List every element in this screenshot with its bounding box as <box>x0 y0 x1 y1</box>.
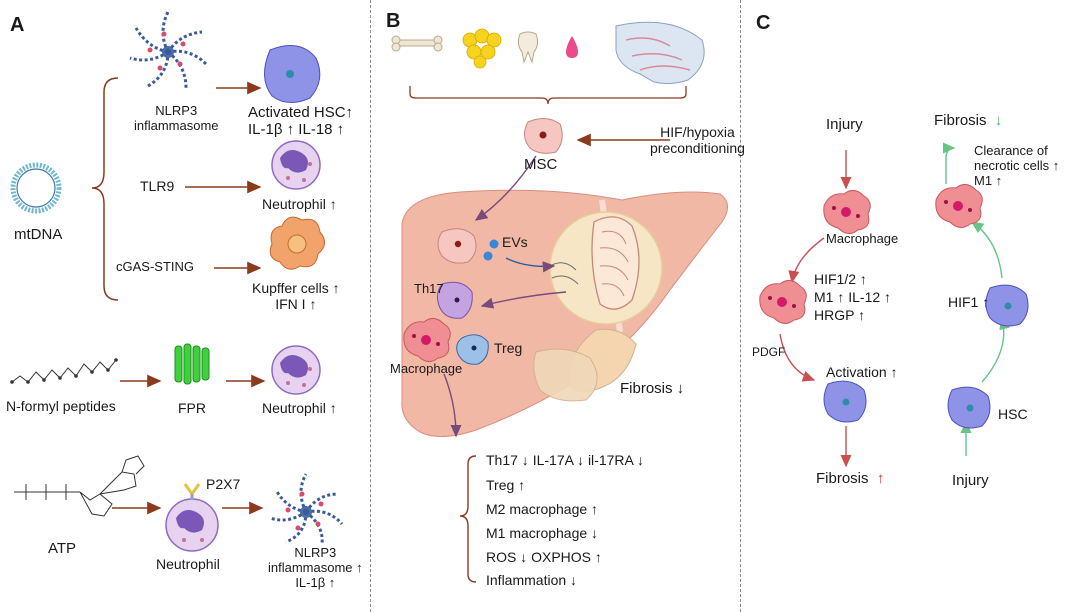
p2x7-label: P2X7 <box>206 476 241 492</box>
hif-hypoxia-label: HIF/hypoxia preconditioning <box>650 124 745 157</box>
macrophage-label: Macrophage <box>390 361 463 376</box>
fat-icon <box>462 28 502 69</box>
panel-c: C Injury Fibrosis ↓ Clearance of necroti… <box>740 0 1072 612</box>
cgas-sting-label: cGAS-STING <box>116 259 195 274</box>
hsc-cell-icon <box>264 45 321 103</box>
fibrosis-text: Fibrosis <box>816 470 869 487</box>
fpr-label: FPR <box>178 400 206 416</box>
tlr9-label: TLR9 <box>140 178 175 194</box>
blood-drop-icon <box>566 36 578 58</box>
panel-b: B MSC HIF/hypoxia preconditioning EVs Th… <box>370 0 745 612</box>
macrophage-cell-icon <box>823 190 871 234</box>
hif12-label: HIF1/2 ↑ M1 ↑ IL-12 ↑ HRGP ↑ <box>814 271 892 324</box>
fibrosis-label: Fibrosis ↓ <box>620 380 685 397</box>
msc-cell-icon <box>437 228 477 264</box>
kupffer-cell-icon <box>269 216 325 270</box>
injury-label: Injury <box>826 116 863 133</box>
panel-a: A mtDNA NLRP3 inflammasome Activated HSC… <box>0 0 370 612</box>
fibrosis-label: Fibrosis ↑ <box>816 470 884 487</box>
atp-label: ATP <box>48 540 77 557</box>
evs-label: EVs <box>502 234 528 250</box>
bone-icon <box>391 35 443 52</box>
neutrophil-icon <box>271 345 321 395</box>
n-formyl-peptide-icon <box>10 358 118 384</box>
panel-c-graphics <box>759 142 1029 468</box>
clearance-label: Clearance of necrotic cells ↑ M1 ↑ <box>974 143 1060 188</box>
divider-bc <box>740 0 741 612</box>
neutrophil-icon <box>165 498 219 552</box>
outcome-item: Treg ↑ <box>486 477 526 493</box>
nlrp3-label: NLRP3 inflammasome <box>134 103 219 133</box>
p2x7-receptor-icon <box>183 483 201 500</box>
activation-label: Activation ↑ <box>826 364 898 380</box>
hsc-label: HSC <box>998 406 1028 422</box>
neutrophil-label: Neutrophil <box>156 556 220 572</box>
outcome-item: Th17 ↓ IL-17A ↓ il-17RA ↓ <box>486 452 644 468</box>
panel-c-label: C <box>756 12 771 34</box>
panel-a-graphics <box>10 11 344 552</box>
nlrp3-inflammasome-icon <box>129 11 208 89</box>
outcomes-bracket <box>459 455 477 583</box>
mtdna-icon <box>10 162 62 214</box>
mitochondria-icon <box>549 211 663 325</box>
kupffer-label: Kupffer cells ↑ IFN I ↑ <box>252 280 340 313</box>
panel-b-label: B <box>386 10 401 32</box>
sources-brace <box>409 86 687 105</box>
th17-label: Th17 <box>414 281 444 296</box>
nlrp3-inflammasome-icon <box>269 473 344 545</box>
macrophage-label: Macrophage <box>826 231 899 246</box>
atp-molecule-icon <box>14 455 145 517</box>
panel-a-label: A <box>10 14 25 36</box>
hsc-cell-icon <box>947 386 991 429</box>
up-arrow-icon: ↑ <box>876 470 885 487</box>
macrophage-cell-icon <box>403 318 451 362</box>
nlrp3-inflammasome-label: NLRP3 inflammasome ↑ IL-1β ↑ <box>268 545 363 590</box>
outcome-item: M1 macrophage ↓ <box>486 525 599 541</box>
injury-label: Injury <box>952 472 989 489</box>
neutrophil-label: Neutrophil ↑ <box>262 196 337 212</box>
msc-cell-icon <box>524 118 563 154</box>
treg-label: Treg <box>494 340 523 356</box>
fibrosis-label: Fibrosis ↓ <box>934 112 1002 129</box>
mtdna-bracket <box>91 77 119 301</box>
down-arrow-icon: ↓ <box>994 112 1003 129</box>
evs-icon <box>483 239 499 261</box>
th17-cell-icon <box>436 281 473 319</box>
tooth-icon <box>517 31 539 64</box>
placenta-icon <box>615 21 705 85</box>
msc-label: MSC <box>524 156 558 173</box>
macrophage-cell-icon <box>935 184 983 228</box>
outcome-item: ROS ↓ OXPHOS ↑ <box>486 549 602 565</box>
hif1-label: HIF1 ↑ <box>948 294 990 310</box>
neutrophil-icon <box>271 140 321 190</box>
hsc-cell-icon <box>823 380 867 423</box>
mtdna-label: mtDNA <box>14 226 63 243</box>
panel-b-graphics <box>391 21 728 583</box>
pdgf-label: PDGF <box>752 345 786 359</box>
activated-hsc-label: Activated HSC↑ IL-1β ↑ IL-18 ↑ <box>248 104 354 139</box>
hsc-cell-icon <box>985 284 1029 327</box>
outcome-item: Inflammation ↓ <box>486 572 578 588</box>
treg-cell-icon <box>456 334 489 365</box>
outcome-item: M2 macrophage ↑ <box>486 501 599 517</box>
n-formyl-peptides-label: N-formyl peptides <box>6 398 116 414</box>
divider-ab <box>370 0 371 612</box>
macrophage-cell-icon <box>759 280 807 324</box>
fibrosis-text: Fibrosis <box>934 112 987 129</box>
neutrophil-label: Neutrophil ↑ <box>262 400 337 416</box>
fpr-receptor-icon <box>174 343 210 385</box>
